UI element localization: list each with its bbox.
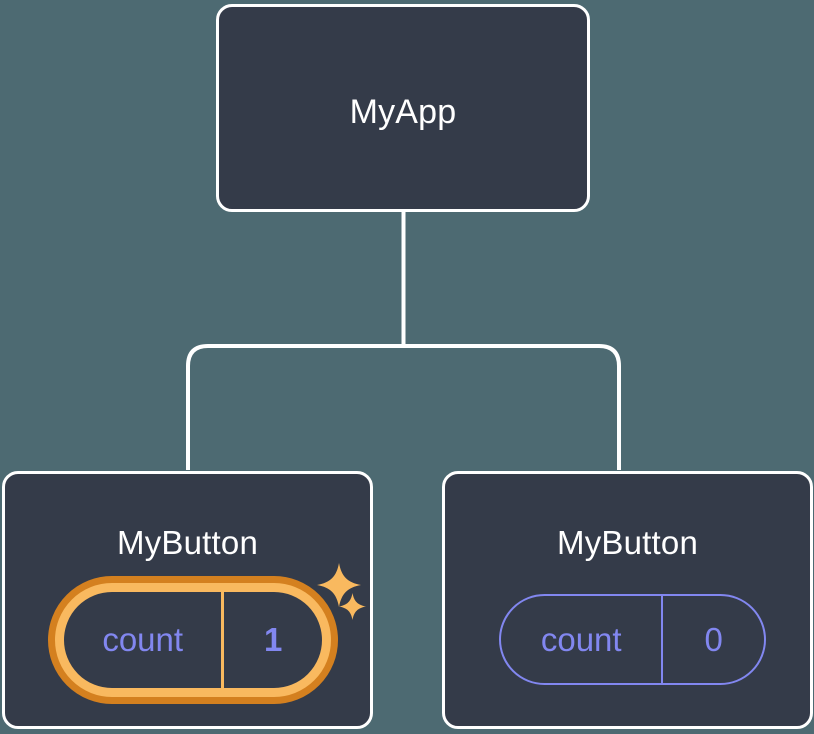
state-value-label: 1 xyxy=(264,621,283,658)
state-pill[interactable]: count 0 xyxy=(499,594,766,685)
state-pill-highlighted[interactable]: count 1 xyxy=(48,576,338,704)
state-pill-divider xyxy=(661,596,664,683)
component-node-title: MyButton xyxy=(117,524,258,561)
component-node-mybutton-1[interactable]: MyButton count 1 xyxy=(2,471,373,729)
component-node-title: MyApp xyxy=(349,93,457,131)
state-pill-glow-inner xyxy=(55,583,331,697)
state-key-label: count xyxy=(102,621,184,658)
state-value-label: 0 xyxy=(704,620,723,658)
component-node-title: MyButton xyxy=(557,524,698,561)
state-pill-divider xyxy=(221,592,225,688)
state-key-label: count xyxy=(540,620,622,658)
connector-branch xyxy=(186,344,621,470)
component-node-myapp[interactable]: MyApp xyxy=(216,4,590,212)
component-node-mybutton-2[interactable]: MyButton count 0 xyxy=(442,471,813,729)
